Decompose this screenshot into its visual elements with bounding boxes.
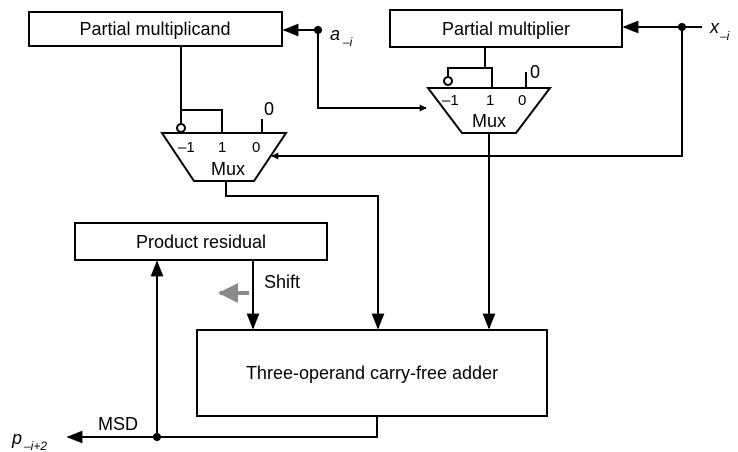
adder-label: Three-operand carry-free adder [246,363,498,383]
p-signal-label: p –i+2 [11,428,47,452]
svg-text:x: x [709,17,720,37]
x-signal-label: x –i [709,17,730,43]
mux-right-const-zero: 0 [530,62,540,82]
mux-right-input-0: 0 [518,92,526,109]
mux-left-label: Mux [211,159,245,179]
shift-label: Shift [264,272,300,292]
msd-label: MSD [98,414,138,434]
a-signal-label: a –i [330,24,353,49]
partial-multiplier-label: Partial multiplier [442,19,570,39]
mux-right: –1 1 0 Mux 0 [425,62,553,134]
multiplier-to-mux-wires [443,47,527,88]
mux-right-label: Mux [472,111,506,131]
mux-left-input-neg1: –1 [178,139,195,156]
mux-right-input-1: 1 [486,92,494,109]
a-input-wire [282,23,427,112]
mux-left: –1 1 0 Mux 0 [160,99,288,182]
mux-left-input-0: 0 [252,139,260,156]
partial-multiplier-block: Partial multiplier [389,9,623,48]
x-input-wire [271,20,702,160]
multiplicand-to-mux-wires [176,46,263,133]
mux-left-input-1: 1 [218,139,226,156]
svg-text:–i: –i [342,35,353,49]
partial-multiplicand-block: Partial multiplicand [28,11,283,47]
svg-text:–i: –i [719,29,730,43]
product-residual-label: Product residual [136,232,266,252]
svg-text:p: p [11,428,22,448]
partial-multiplicand-label: Partial multiplicand [79,19,230,39]
product-residual-block: Product residual [74,222,328,261]
svg-text:a: a [330,24,340,44]
svg-text:–i+2: –i+2 [23,439,47,452]
mux-left-const-zero: 0 [264,99,274,119]
adder-feedback-wire [66,260,378,444]
mux-right-input-neg1: –1 [442,92,459,109]
mux-left-to-adder-wire [225,181,385,330]
three-operand-adder-block: Three-operand carry-free adder [196,329,548,417]
